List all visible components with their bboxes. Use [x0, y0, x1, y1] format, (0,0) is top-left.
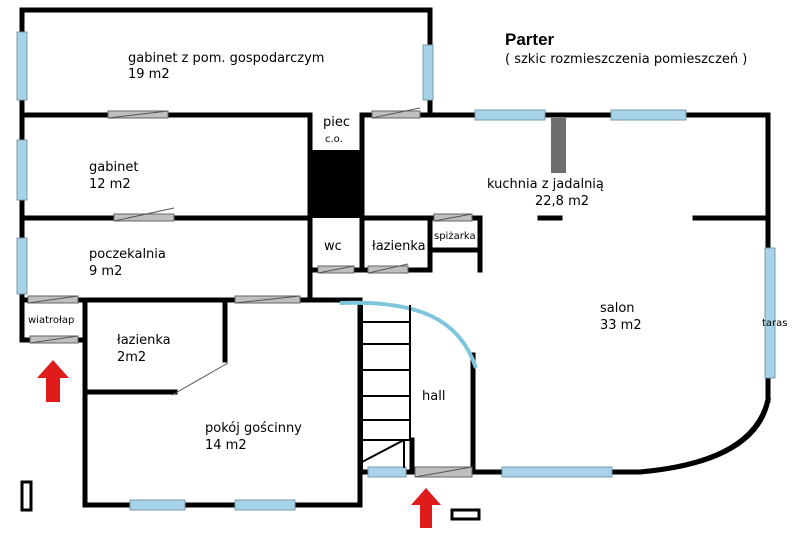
room-label-poczekalnia: poczekalnia: [89, 247, 166, 262]
room-label-wc: wc: [324, 239, 342, 254]
room-label-salon: salon: [600, 301, 635, 316]
room-label-lazienka: łazienka: [372, 239, 426, 254]
hall-arc: [339, 300, 478, 369]
room-label-spizarka: spiżarka: [434, 231, 476, 242]
room-label-wiatrolap: wiatrołap: [28, 315, 75, 326]
page-title: Parter: [505, 30, 555, 49]
room-label-pokoj: pokój gościnny: [205, 421, 302, 436]
doors: [27, 107, 473, 478]
room-label-hall: hall: [422, 389, 446, 404]
marker-rect: [450, 508, 481, 521]
chimney-kitchen: [551, 118, 566, 173]
windows: [16, 31, 776, 511]
room-area-kuchnia: 22,8 m2: [535, 194, 590, 209]
page-subtitle: ( szkic rozmieszczenia pomieszczeń ): [505, 52, 748, 67]
room-label-piec: piec: [323, 115, 351, 130]
room-label-lazienka-small: łazienka: [117, 333, 171, 348]
room-area-gabinet-gosp: 19 m2: [128, 67, 170, 82]
room-area-salon: 33 m2: [600, 318, 642, 333]
room-label-kuchnia: kuchnia z jadalnią: [487, 177, 604, 192]
chimney-icon: [310, 150, 362, 218]
room-area-pokoj: 14 m2: [205, 438, 247, 453]
room-area-gabinet: 12 m2: [89, 177, 131, 192]
room-label-taras: taras: [762, 318, 788, 329]
entrance-arrow-icon: [411, 488, 441, 528]
room-label-gabinet: gabinet: [89, 160, 139, 175]
marker-rect: [20, 480, 33, 512]
room-label-gabinet-gosp: gabinet z pom. gospodarczym: [128, 51, 325, 66]
stairs-icon: [361, 305, 411, 472]
entrance-arrow-icon: [37, 360, 69, 402]
room-area-lazienka-small: 2m2: [117, 350, 147, 365]
room-label-co: c.o.: [325, 134, 343, 145]
room-area-poczekalnia: 9 m2: [89, 264, 123, 279]
